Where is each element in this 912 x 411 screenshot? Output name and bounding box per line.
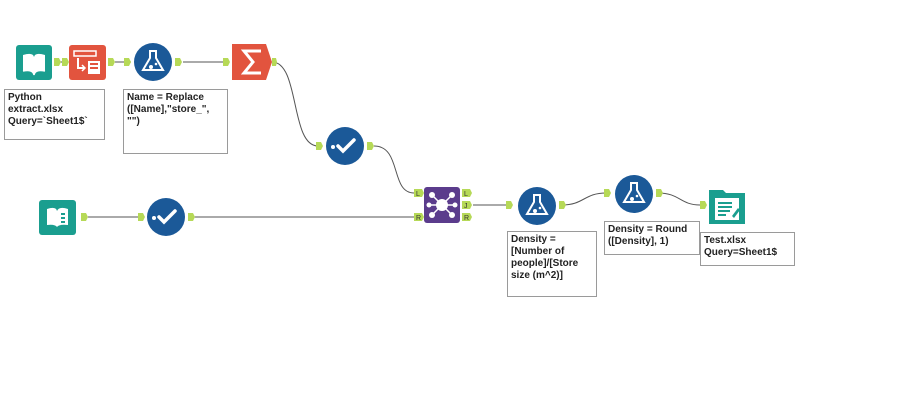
input-anchor[interactable] [62,58,69,66]
annotation-formula-density: Density = [Number of people]/[Store size… [507,231,597,297]
summarize-tool[interactable] [223,42,277,82]
annotation-formula-round: Density = Round ([Density], 1) [604,221,700,255]
output-anchor[interactable] [175,58,182,66]
select-tool[interactable] [62,44,116,82]
svg-text:R: R [464,215,469,222]
input-anchor[interactable] [506,201,513,209]
formula-tool-1[interactable] [122,42,186,82]
book-input-icon [16,45,52,80]
svg-text:L: L [464,191,468,198]
folder-output-icon [709,190,745,224]
checkmark-icon [147,198,185,236]
wire-summarize-unique [271,61,319,147]
input-anchor[interactable] [316,142,323,150]
select-columns-icon [69,45,106,80]
output-data-tool[interactable] [698,188,750,228]
annotation-text: Density = [Number of people]/[Store size… [511,234,579,281]
input-anchor[interactable] [138,213,145,221]
flask-icon [615,175,653,213]
annotation-text: Test.xlsx Query=Sheet1$ [704,235,778,258]
unique-tool-1[interactable] [314,126,378,166]
flask-icon [518,187,556,225]
output-anchor[interactable] [559,201,566,209]
join-right-output-anchor[interactable]: R [462,213,472,222]
input-anchor[interactable] [604,189,611,197]
svg-text:J: J [464,203,468,210]
join-right-input-anchor[interactable]: R [414,213,424,222]
annotation-text: Python extract.xlsx Query=`Sheet1$` [8,92,88,127]
input-data-tool-1[interactable] [15,44,61,82]
join-left-input-anchor[interactable]: L [414,189,424,198]
output-anchor[interactable] [188,213,195,221]
formula-tool-3[interactable] [602,174,666,214]
sigma-icon [232,44,272,80]
svg-text:R: R [416,215,421,222]
book-input-icon [39,200,76,235]
output-anchor[interactable] [108,58,115,66]
join-tool[interactable]: L R L J [412,186,476,224]
wire-formula3-formula4 [561,192,607,206]
output-anchor[interactable] [656,189,663,197]
annotation-formula-replace: Name = Replace ([Name],"store_", "") [123,89,228,154]
svg-text:L: L [416,191,420,198]
annotation-text: Density = Round ([Density], 1) [608,224,688,247]
annotation-text: Name = Replace ([Name],"store_", "") [127,92,210,127]
input-anchor[interactable] [700,201,707,209]
wire-formula4-output [657,192,701,206]
unique-tool-2[interactable] [136,197,200,237]
join-icon [424,187,460,223]
join-left-output-anchor[interactable]: L [462,189,472,198]
join-join-output-anchor[interactable]: J [462,201,472,210]
input-anchor[interactable] [223,58,230,66]
wire-unique-join [373,145,415,194]
annotation-output-test: Test.xlsx Query=Sheet1$ [700,232,795,266]
input-anchor[interactable] [124,58,131,66]
checkmark-icon [326,127,364,165]
formula-tool-2[interactable] [504,186,568,226]
output-anchor[interactable] [272,58,277,66]
input-data-tool-2[interactable] [38,198,90,238]
output-anchor[interactable] [367,142,374,150]
output-anchor[interactable] [81,213,88,221]
annotation-input-python: Python extract.xlsx Query=`Sheet1$` [4,89,105,140]
flask-icon [134,43,172,81]
output-anchor[interactable] [54,58,61,66]
